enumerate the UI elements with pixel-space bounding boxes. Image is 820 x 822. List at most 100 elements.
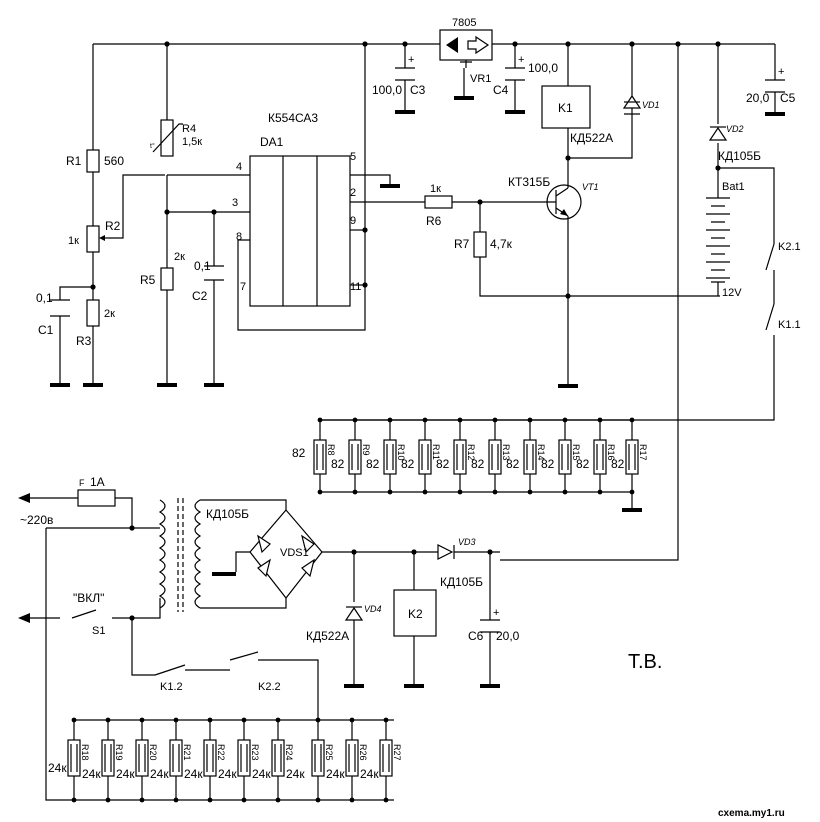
- pin-2: 2: [350, 187, 356, 199]
- load-resistor-ref: R16: [606, 444, 616, 461]
- pin-8: 8: [236, 231, 242, 243]
- r4-ref: R4: [182, 123, 196, 135]
- thermistor-r4: t° R4 1,5к: [150, 119, 202, 157]
- bridge-ref: VDS1: [280, 547, 309, 559]
- junction-dots: [90, 41, 721, 299]
- c6-ref: C6: [468, 629, 484, 643]
- vt1-ref: VT1: [582, 182, 599, 192]
- load-resistor-value: 82: [506, 457, 520, 471]
- pin-5: 5: [350, 151, 356, 163]
- r1-value: 560: [104, 154, 124, 168]
- c2-ref: C2: [192, 289, 208, 303]
- r4-value: 1,5к: [182, 136, 202, 148]
- bridge-type: КД105Б: [206, 507, 249, 521]
- load-resistor-ref: R26: [358, 744, 368, 761]
- r3-value: 2к: [104, 308, 115, 320]
- mains-label: ~220в: [20, 513, 53, 527]
- ground-symbols-top: [50, 96, 785, 388]
- diode-vd2: VD2 КД105Б: [708, 124, 761, 163]
- load-resistor-value: 82: [436, 457, 450, 471]
- k1-ref: K1: [558, 101, 573, 115]
- switch-label: "ВКЛ": [73, 591, 104, 605]
- pin-11: 11: [350, 281, 361, 293]
- c3-value: 100,0: [372, 83, 402, 97]
- pin-4: 4: [236, 161, 242, 173]
- r5-value: 2к: [174, 251, 185, 263]
- load-bank-upper: 82 R882R982R1082R1182R1282R1382R1482R158…: [292, 417, 648, 512]
- bridge-vds1: КД105Б VDS1: [206, 507, 500, 599]
- load-resistor-ref: R14: [536, 444, 546, 461]
- load-resistor-value: 82: [331, 457, 345, 471]
- load-resistor-ref: R13: [501, 444, 511, 461]
- load-resistor-ref: R8: [326, 444, 336, 456]
- c6-value: 20,0: [496, 629, 520, 643]
- capacitor-c1: 0,1 C1: [36, 291, 70, 337]
- resistor-r3: 2к R3: [76, 299, 115, 348]
- r3-ref: R3: [76, 334, 92, 348]
- vd1-type: КД522А: [570, 131, 613, 145]
- vt1-type: КТ315Б: [508, 175, 550, 189]
- svg-text:+: +: [408, 54, 414, 66]
- k21-label: K2.1: [778, 241, 801, 253]
- load-resistor-value: 24к: [252, 767, 271, 781]
- r7-value: 4,7к: [490, 237, 513, 251]
- k11-label: K1.1: [778, 319, 801, 331]
- load-resistor-value: 24к: [184, 767, 203, 781]
- c1-value: 0,1: [36, 291, 53, 305]
- capacitor-c5: + 20,0 C5: [746, 66, 796, 105]
- diode-vd3: VD3 КД105Б: [437, 537, 483, 589]
- resistor-r1: R1 560: [66, 149, 124, 173]
- load-bank-lower: 24к R1824кR1924кR2024кR2124кR2224кR2324к…: [48, 717, 402, 803]
- vd4-type: КД522А: [306, 629, 349, 643]
- c5-ref: C5: [780, 91, 796, 105]
- comparator-da1: К554СА3 DA1 4 3 8 7 5 2 9 11: [232, 111, 361, 307]
- load-resistor-value: 82: [576, 457, 590, 471]
- k22-label: K2.2: [258, 681, 281, 693]
- capacitor-c6: + C6 20,0: [468, 552, 520, 688]
- load-resistor-ref: R22: [216, 744, 226, 761]
- relay-k1: K1: [541, 85, 591, 129]
- load-resistor-value: 24к: [116, 767, 135, 781]
- vd2-ref: VD2: [726, 124, 744, 134]
- diode-vd4: VD4 КД522А: [306, 552, 382, 688]
- k12-label: K1.2: [160, 681, 183, 693]
- r7-ref: R7: [454, 237, 470, 251]
- regulator-7805: 7805 VR1: [439, 17, 493, 85]
- upper-bank-side-value: 82: [292, 446, 306, 460]
- battery-value: 12V: [722, 287, 742, 299]
- load-resistor-value: 82: [471, 457, 485, 471]
- da1-type: К554СА3: [268, 111, 318, 125]
- c4-value: 100,0: [528, 61, 558, 75]
- svg-text:+: +: [778, 66, 784, 78]
- contact-k21: K2.1: [765, 241, 801, 271]
- fuse-value: 1A: [90, 475, 105, 489]
- vd3-type: КД105Б: [440, 575, 483, 589]
- c2-value: 0,1: [194, 259, 211, 273]
- load-resistor-ref: R9: [361, 444, 371, 456]
- r1-ref: R1: [66, 154, 82, 168]
- diode-vd1: VD1 КД522А: [570, 94, 660, 145]
- load-resistor-value: 24к: [286, 767, 305, 781]
- load-resistor-value: 24к: [150, 767, 169, 781]
- k2-ref: K2: [408, 607, 423, 621]
- switch-ref: S1: [92, 625, 105, 637]
- load-resistor-value: 82: [366, 457, 380, 471]
- pin-3: 3: [232, 197, 238, 209]
- resistor-r6: 1к R6: [424, 183, 453, 228]
- vd2-type: КД105Б: [718, 149, 761, 163]
- capacitor-c3: + 100,0 C3: [372, 54, 426, 97]
- author-initials: Т.В.: [628, 651, 662, 673]
